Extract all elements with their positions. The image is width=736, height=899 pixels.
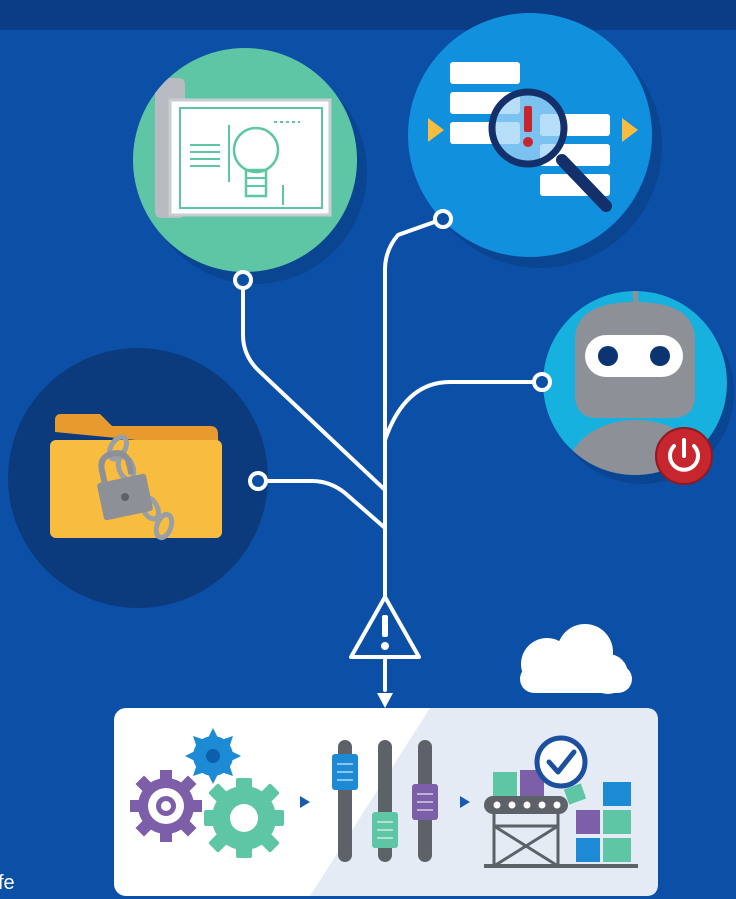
conveyor-check-icon xyxy=(484,735,638,868)
corner-text: fe xyxy=(0,872,15,894)
trunk-line xyxy=(383,218,442,692)
gears-icon xyxy=(130,728,284,858)
chained-locked-folder-icon xyxy=(50,414,222,541)
warning-triangle-icon xyxy=(349,595,421,659)
folder-branch-line xyxy=(258,479,387,530)
robot-circle xyxy=(532,291,734,485)
locked-folder-circle xyxy=(8,348,268,608)
folder-connector-node xyxy=(248,471,268,491)
blueprint-branch-line xyxy=(241,280,387,492)
robot-branch-line xyxy=(383,380,542,442)
cloud-icon xyxy=(520,624,632,694)
lightbulb-blueprint-icon xyxy=(232,126,280,174)
robot-power-icon xyxy=(655,427,713,485)
connector-lines xyxy=(241,218,542,692)
blueprint-connector-node xyxy=(233,270,253,290)
data-search-circle xyxy=(408,13,662,268)
arrow-head xyxy=(377,693,393,708)
blueprint-circle xyxy=(133,48,367,290)
sliders-icon xyxy=(332,740,438,862)
data-connector-node xyxy=(433,209,453,229)
process-panel xyxy=(114,708,658,896)
robot-connector-node xyxy=(532,372,552,392)
top-band xyxy=(0,0,736,30)
